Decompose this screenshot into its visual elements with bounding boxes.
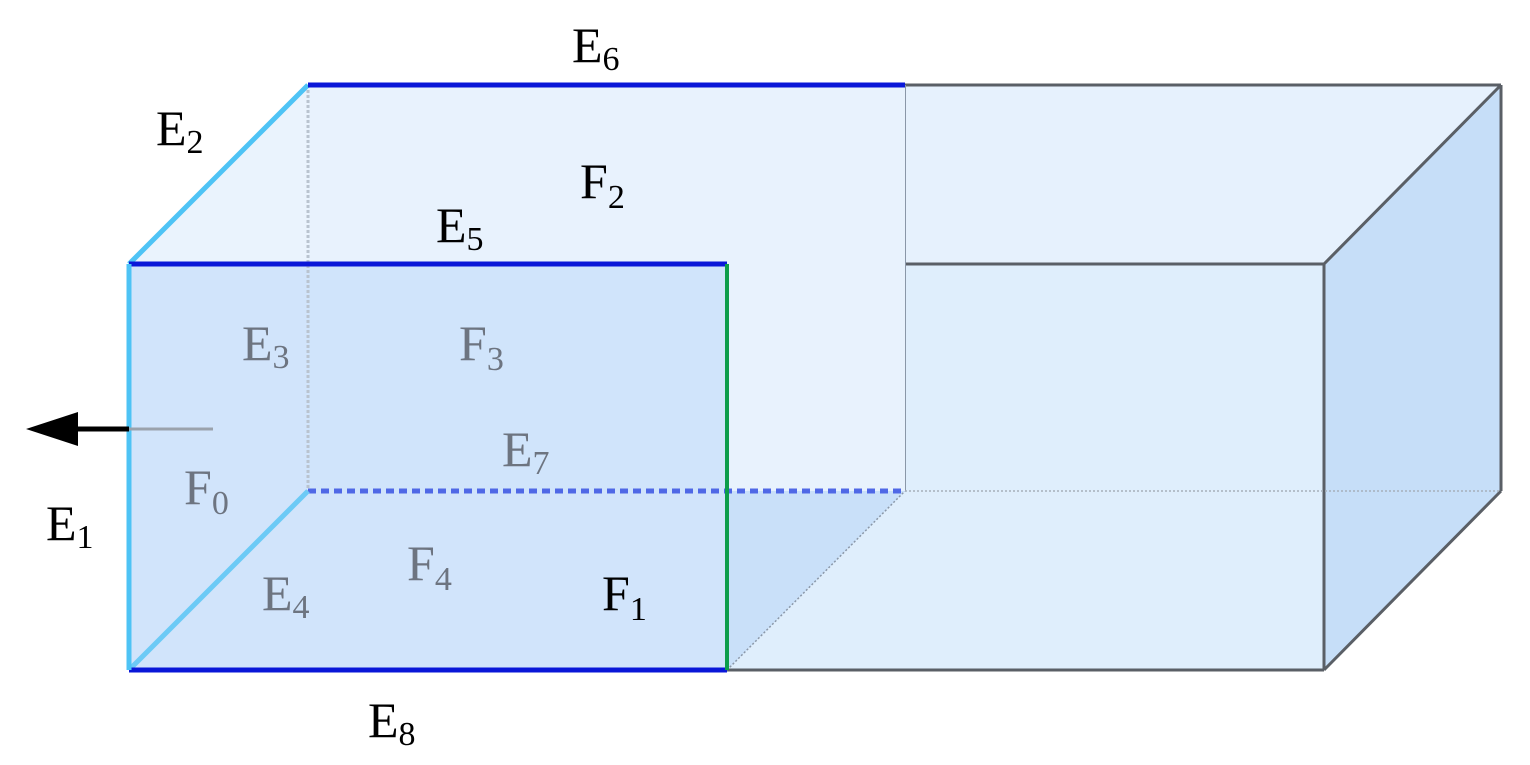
edge-E4 [127, 489, 310, 672]
label-E4: E4 [262, 565, 310, 626]
edge-E2 [127, 83, 310, 266]
label-E6: E6 [572, 17, 620, 78]
label-F4: F4 [407, 535, 452, 598]
normal-arrow-head [26, 412, 78, 446]
label-E3: E3 [242, 315, 290, 376]
label-F1: F1 [602, 565, 647, 628]
right-cube [725, 83, 1503, 672]
label-F2: F2 [580, 153, 625, 216]
label-E1: E1 [46, 495, 94, 556]
right-cube-edge-bottom-right [1322, 489, 1503, 672]
label-E2: E2 [156, 100, 204, 161]
right-cube-edge-top-right [1322, 83, 1503, 266]
face-F1-front [129, 264, 727, 670]
label-E8: E8 [368, 692, 416, 753]
label-F3: F3 [459, 315, 504, 378]
label-E5: E5 [436, 197, 484, 258]
left-cube [26, 82, 905, 673]
label-E7: E7 [502, 421, 550, 482]
label-F0: F0 [184, 459, 229, 522]
right-cube-side-face [1324, 85, 1501, 670]
labels: E6 E2 F2 E5 E3 F3 E7 F0 E1 F4 E4 F1 E8 [46, 17, 647, 753]
